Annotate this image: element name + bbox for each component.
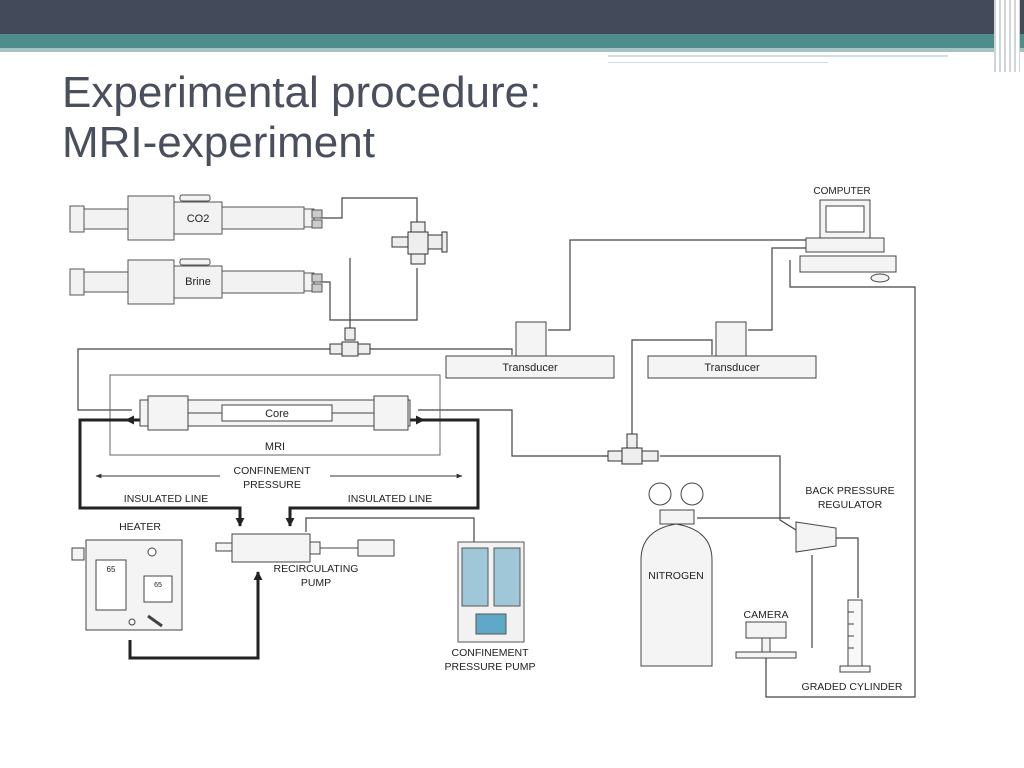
confinement-pressure-label-2: PRESSURE xyxy=(243,479,301,491)
valve-manifold xyxy=(391,221,448,265)
confinement-pressure-pump xyxy=(457,541,525,643)
header-teal-band xyxy=(0,34,1024,48)
heater-display-1: 65 xyxy=(107,565,116,574)
computer xyxy=(799,199,897,283)
nitrogen-label: NITROGEN xyxy=(648,570,703,582)
confinement-pump-label-1: CONFINEMENT xyxy=(452,647,530,659)
header-light-band xyxy=(0,48,1024,52)
outlet-tee-valve xyxy=(607,433,659,465)
co2-label: CO2 xyxy=(187,213,210,225)
graded-cylinder xyxy=(839,599,871,673)
corner-decoration xyxy=(994,0,1020,72)
brine-label: Brine xyxy=(185,276,211,288)
camera-label: CAMERA xyxy=(744,609,789,621)
co2-pump xyxy=(69,194,323,241)
back-pressure-regulator xyxy=(795,521,837,553)
transducer-2-label: Transducer xyxy=(704,362,760,374)
header-rule-short xyxy=(608,62,828,63)
header-dark-band xyxy=(0,0,1024,34)
heater xyxy=(71,539,183,631)
brine-pump xyxy=(69,258,323,305)
core-label: Core xyxy=(265,408,289,420)
insulated-line-left-label: INSULATED LINE xyxy=(124,493,208,505)
heater-display-2: 65 xyxy=(154,582,162,589)
confinement-pressure-label-1: CONFINEMENT xyxy=(234,465,312,477)
recirculating-pump-label-1: RECIRCULATING xyxy=(274,563,359,575)
transducer-1 xyxy=(445,321,615,379)
recirculating-pump xyxy=(215,533,395,563)
title-line-1: Experimental procedure: xyxy=(62,68,542,117)
header-rule xyxy=(608,55,948,57)
core-holder xyxy=(139,395,411,431)
mri-label: MRI xyxy=(265,441,285,453)
slide-title: Experimental procedure: MRI-experiment xyxy=(62,68,541,168)
heater-label: HEATER xyxy=(119,521,161,533)
transducer-2 xyxy=(647,321,817,379)
computer-label: COMPUTER xyxy=(813,186,870,197)
camera xyxy=(735,621,797,659)
mri-frame xyxy=(109,374,441,456)
insulated-loop xyxy=(78,418,480,660)
confinement-pump-label-2: PRESSURE PUMP xyxy=(444,661,535,673)
graded-cylinder-label: GRADED CYLINDER xyxy=(802,681,903,693)
inlet-tee-valve xyxy=(329,327,371,357)
title-line-2: MRI-experiment xyxy=(62,118,375,167)
transducer-1-label: Transducer xyxy=(502,362,558,374)
process-lines xyxy=(77,197,916,698)
recirculating-pump-label-2: PUMP xyxy=(301,577,331,589)
insulated-line-right-label: INSULATED LINE xyxy=(348,493,432,505)
bpr-label-2: REGULATOR xyxy=(818,499,883,511)
bpr-label-1: BACK PRESSURE xyxy=(805,485,894,497)
nitrogen-tank xyxy=(640,482,713,667)
